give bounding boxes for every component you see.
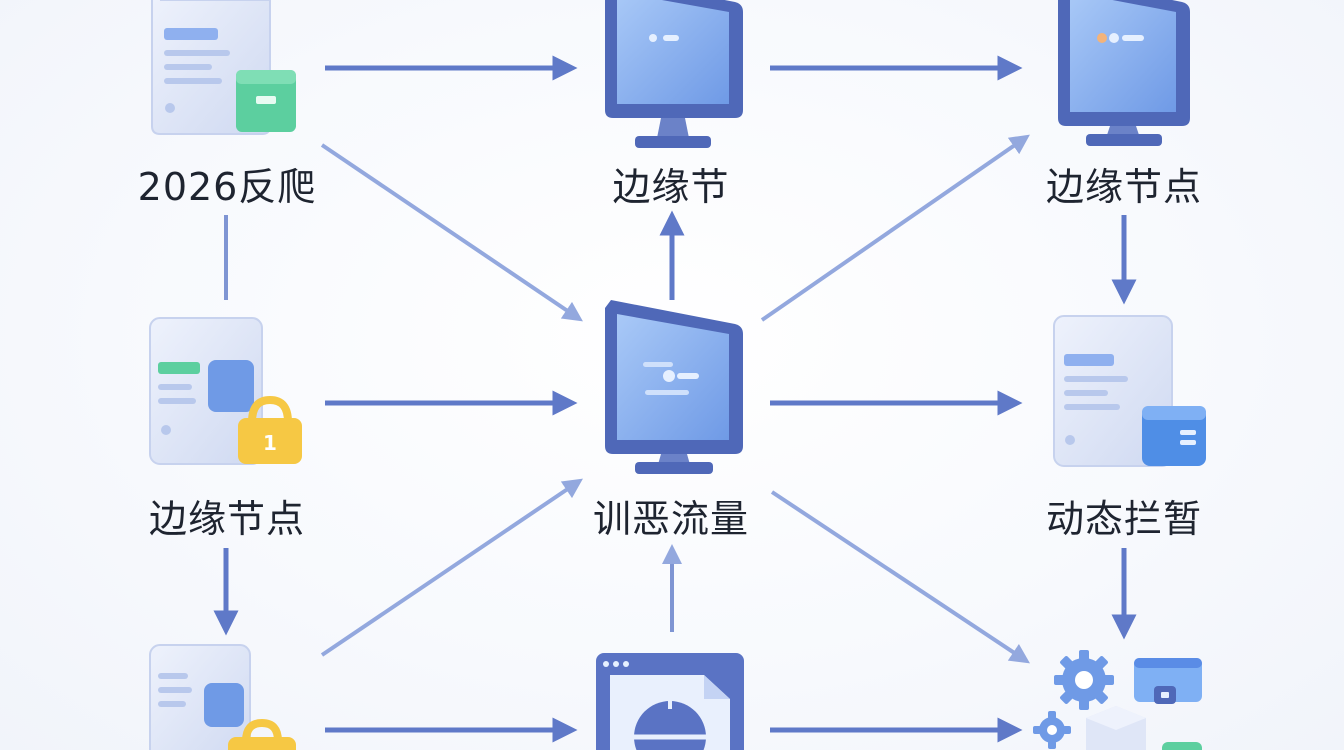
arrow-topleft-to-midcenter	[320, 143, 583, 322]
gear-icon	[1054, 650, 1114, 710]
green-tile-icon	[1162, 742, 1202, 750]
arrow-midcenter-to-bottomright	[770, 490, 1030, 664]
server-with-box-icon	[1053, 315, 1206, 467]
label-top-left: 2026反爬	[137, 165, 317, 209]
arrow-midcenter-to-topright	[760, 134, 1030, 322]
server-with-box-icon	[151, 0, 296, 135]
label-mid-left: 边缘节点	[148, 497, 305, 541]
blue-box-icon	[1142, 406, 1206, 466]
server-with-lock-icon	[149, 644, 296, 750]
browser-window-icon	[596, 653, 744, 750]
arrow-bottomleft-to-midcenter	[320, 478, 583, 657]
monitor-icon	[605, 0, 743, 148]
small-window-icon	[1134, 658, 1202, 704]
server-with-lock-icon: 1	[149, 317, 302, 465]
label-mid-center: 训恶流量	[592, 497, 749, 541]
label-top-right: 边缘节点	[1045, 165, 1202, 209]
globe-icon	[634, 701, 706, 750]
monitor-icon	[605, 300, 743, 474]
lock-icon	[228, 718, 296, 750]
label-mid-right: 动态拦暂	[1045, 497, 1202, 541]
lock-icon: 1	[238, 395, 302, 464]
connections	[213, 55, 1137, 743]
green-box-icon	[236, 70, 296, 132]
label-top-mid: 边缘节	[612, 165, 730, 209]
svg-text:1: 1	[263, 431, 277, 455]
cube-icon	[1086, 706, 1146, 750]
gear-icon	[1033, 711, 1071, 749]
monitor-icon	[1058, 0, 1190, 146]
settings-gears-icon	[1033, 650, 1202, 750]
